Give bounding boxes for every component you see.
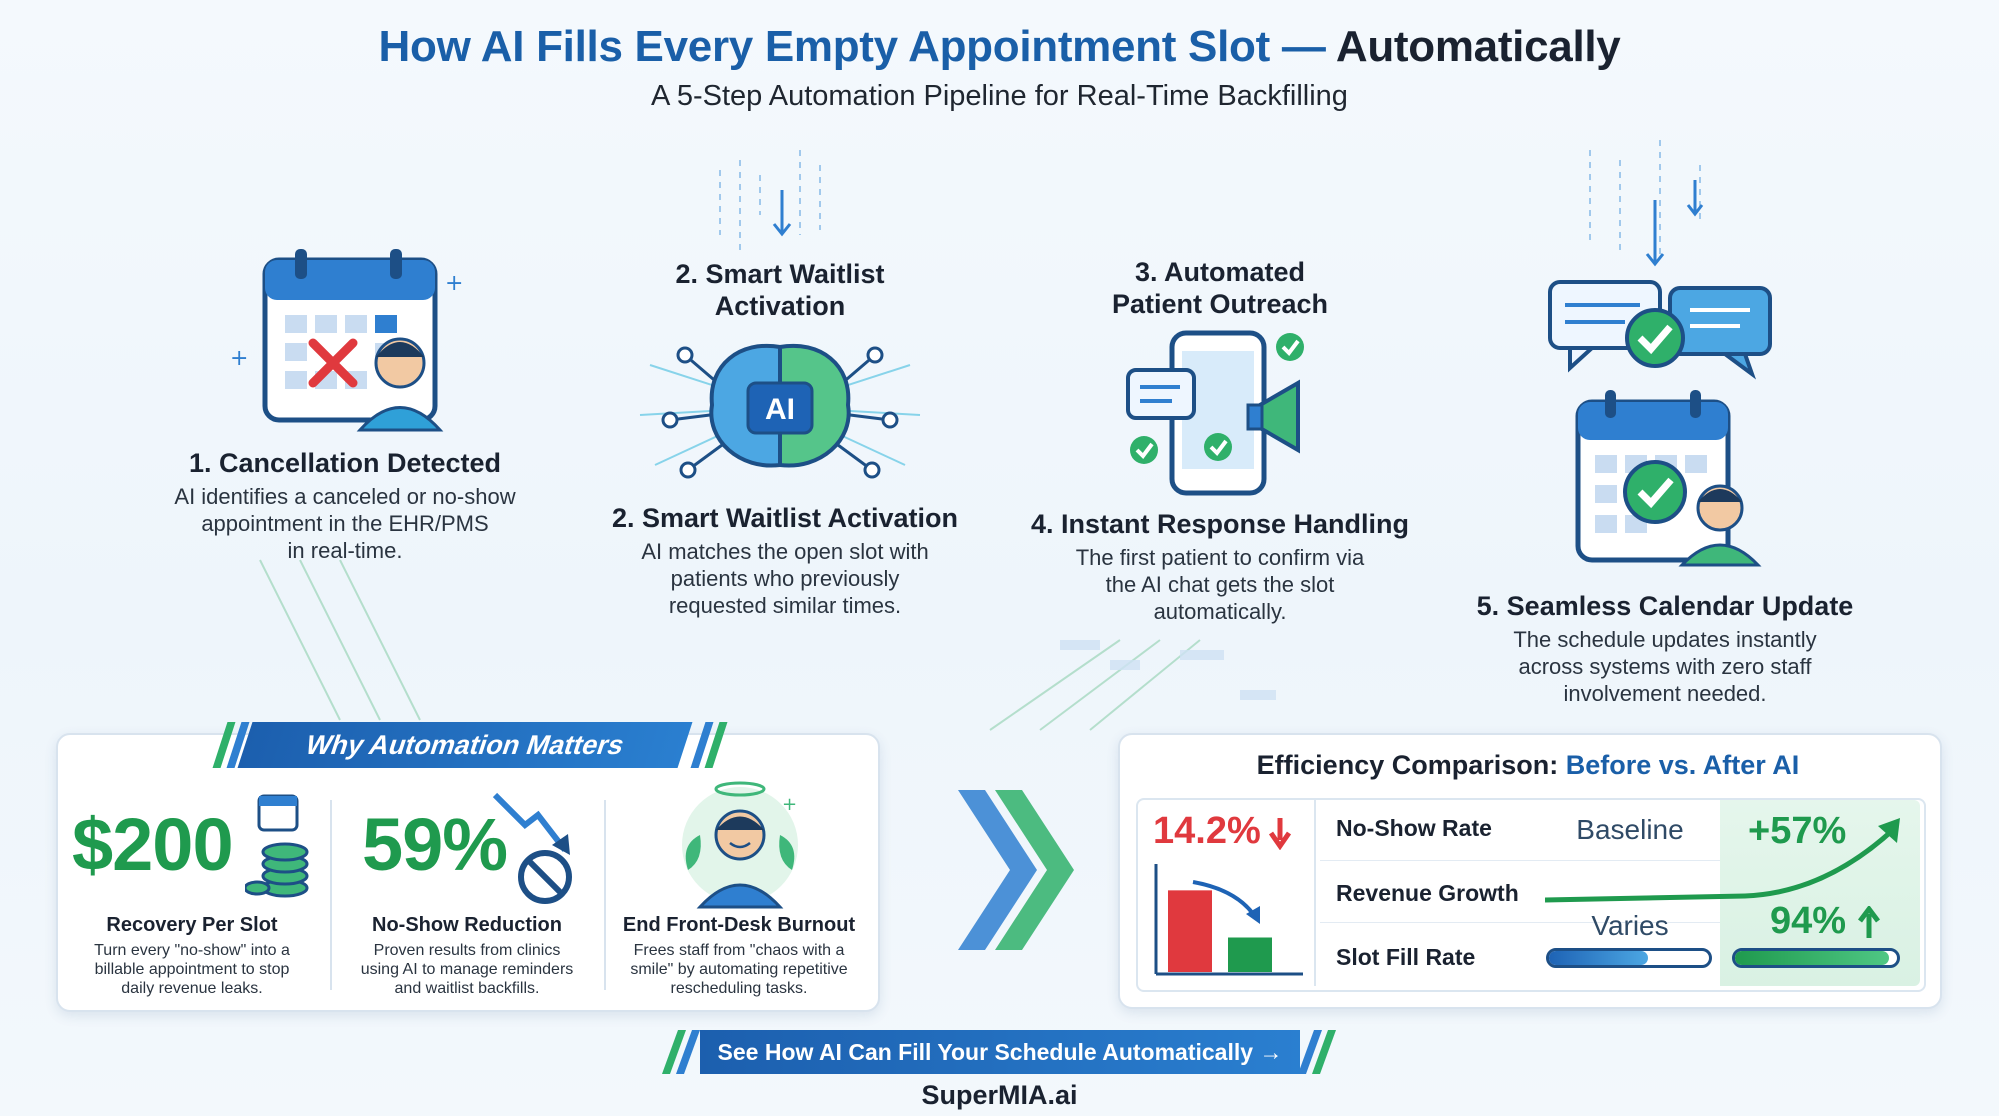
stat-burnout-label: End Front-Desk Burnout [622, 914, 856, 936]
step-5-title: 5. Seamless Calendar Update [1476, 591, 1854, 621]
page-subtitle: A 5-Step Automation Pipeline for Real-Ti… [651, 80, 1348, 112]
step-4-title: 4. Instant Response Handling [1030, 509, 1410, 539]
stat-recovery-label: Recovery Per Slot [106, 914, 278, 936]
why-divider-1 [330, 800, 332, 990]
why-divider-2 [604, 800, 606, 990]
phone-megaphone-icon [1126, 330, 1304, 496]
row-label-revenue: Revenue Growth [1336, 880, 1519, 906]
title-main: How AI Fills Every Empty Appointment Slo… [378, 22, 1336, 71]
calm-staff-icon: + [682, 781, 798, 909]
before-after-bar-chart [1154, 864, 1303, 976]
noshow-baseline-text: Baseline [1576, 814, 1684, 845]
step-3-heading: 3. Automated Patient Outreach [1111, 257, 1329, 319]
stat-noshow-description: Proven results from clinics using AI to … [360, 942, 574, 997]
ai-brain-icon: AI [639, 343, 921, 479]
title-emphasis: Automatically [1335, 22, 1621, 71]
comparison-row-divider-2 [1320, 922, 1720, 923]
brand-name[interactable]: SuperMIA.ai [921, 1080, 1078, 1110]
down-trend-ban-icon [492, 792, 572, 904]
ai-chip-label: AI [765, 393, 795, 426]
svg-text:+: + [230, 346, 248, 371]
cta-button[interactable]: See How AI Can Fill Your Schedule Automa… [700, 1030, 1300, 1074]
fillrate-after-fill [1735, 951, 1889, 965]
stat-burnout-description: Frees staff from "chaos with a smile" by… [630, 942, 848, 997]
coins-calendar-icon [245, 794, 309, 898]
stat-recovery-description: Turn every "no-show" into a billable app… [94, 942, 290, 997]
step-4-description: The first patient to confirm via the AI … [1075, 545, 1365, 624]
stat-noshow-value: 59% [362, 803, 508, 886]
comparison-row-divider-1 [1320, 860, 1720, 861]
revenue-varies-text: Varies [1591, 910, 1669, 941]
growth-curve-icon [1545, 818, 1900, 903]
stat-noshow-label: No-Show Reduction [372, 914, 562, 936]
calendar-cancel-icon: + + [230, 249, 463, 432]
step-2-description: AI matches the open slot with patients w… [641, 539, 929, 618]
step-5-description: The schedule updates instantly across sy… [1513, 627, 1817, 706]
bar-after [1228, 937, 1272, 972]
calendar-confirm-icon [1548, 280, 1772, 567]
svg-text:+: + [445, 271, 463, 296]
fillrate-after-track [1732, 948, 1900, 968]
banner-stripes [212, 722, 728, 768]
fillrate-before-fill [1549, 951, 1649, 965]
fillrate-after-value: 94% [1770, 900, 1847, 942]
stat-recovery-value: $200 [72, 803, 234, 886]
noshow-after-value: +57% [1748, 810, 1847, 852]
up-arrow-green-icon [1858, 906, 1880, 938]
page-title: How AI Fills Every Empty Appointment Slo… [0, 22, 1999, 72]
trend-arrowhead [1246, 906, 1260, 924]
comparison-before-panel [1138, 800, 1316, 986]
step-1-title: 1. Cancellation Detected [188, 448, 502, 478]
svg-text:+: + [782, 794, 797, 815]
fillrate-before-track [1546, 948, 1712, 968]
step-1-description: AI identifies a canceled or no-show appo… [174, 484, 516, 563]
step-2-heading: 2. Smart Waitlist Activation [675, 259, 885, 321]
down-arrow-red-icon [1268, 818, 1292, 850]
before-noshow-value: 14.2% [1153, 810, 1261, 852]
row-label-noshow: No-Show Rate [1336, 815, 1492, 841]
flow-chevrons-icon [958, 790, 1074, 950]
bar-before [1168, 890, 1212, 972]
comparison-title: Efficiency Comparison: Before vs. After … [1256, 750, 1800, 780]
row-label-fillrate: Slot Fill Rate [1336, 944, 1476, 970]
step-2-title: 2. Smart Waitlist Activation [611, 503, 959, 533]
